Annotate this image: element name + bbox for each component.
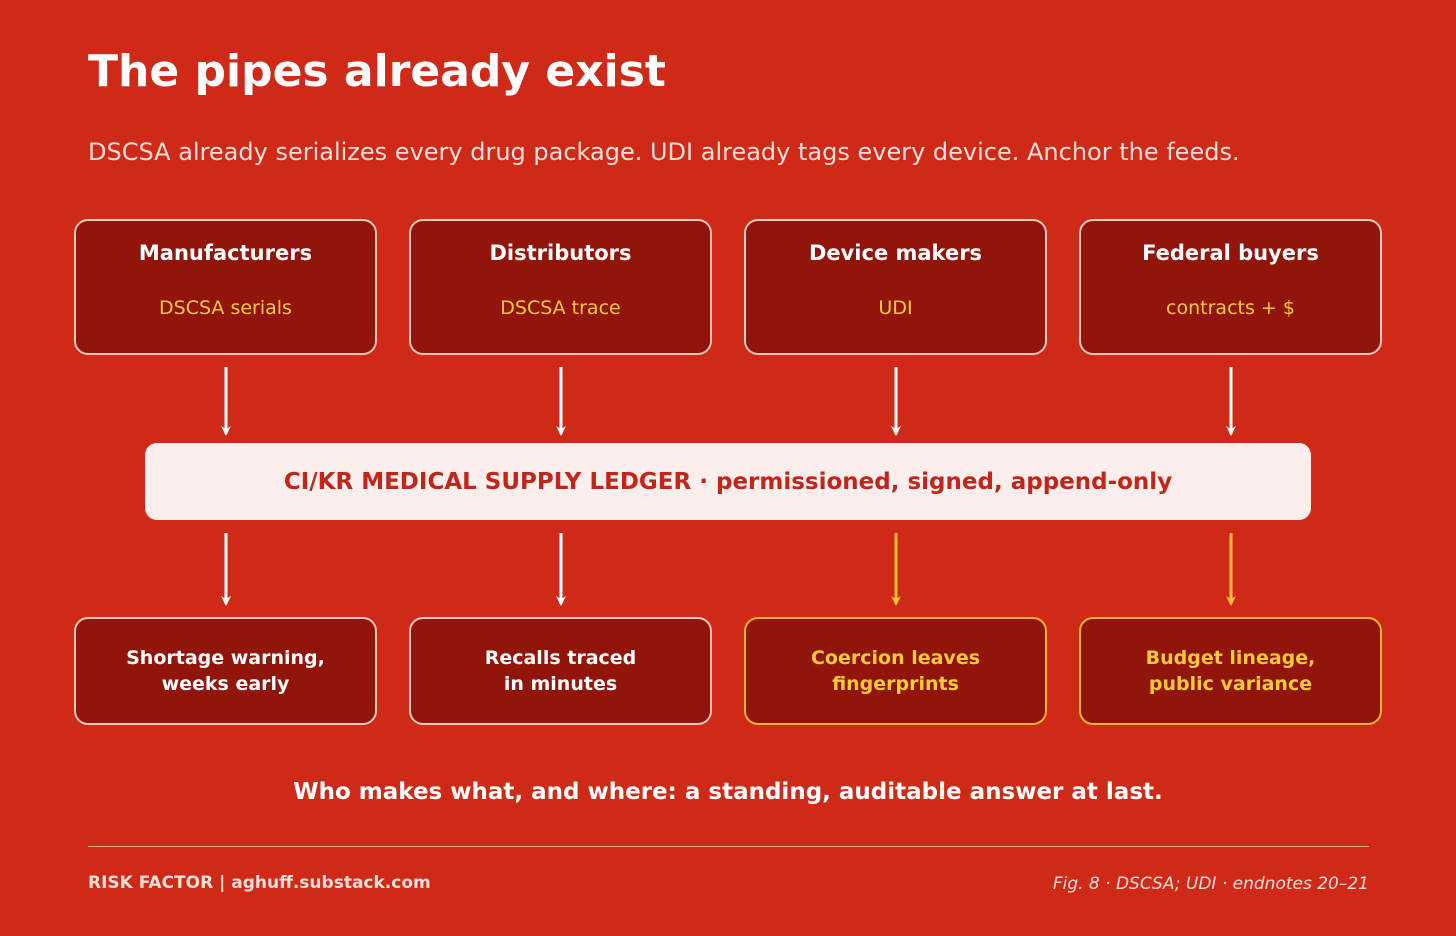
page-title: The pipes already exist — [88, 46, 666, 97]
ledger-bar: CI/KR MEDICAL SUPPLY LEDGER · permission… — [145, 443, 1311, 520]
figure-caption: Fig. 8 · DSCSA; UDI · endnotes 20–21 — [1052, 874, 1369, 894]
outcome-text: Shortage warning, weeks early — [126, 647, 325, 695]
source-box-distributors: Distributors DSCSA trace — [409, 219, 712, 355]
outcome-text: Coercion leaves fingerprints — [810, 647, 981, 695]
footer-credit: RISK FACTOR | aghuff.substack.com — [88, 873, 431, 893]
outcome-text: Recalls traced in minutes — [484, 647, 637, 695]
source-name: Device makers — [808, 241, 983, 265]
source-name: Federal buyers — [1142, 241, 1319, 265]
source-box-manufacturers: Manufacturers DSCSA serials — [74, 219, 377, 355]
outcome-box-coercion: Coercion leaves fingerprints — [744, 617, 1047, 725]
source-feed: UDI — [878, 297, 913, 319]
outcome-box-recalls: Recalls traced in minutes — [409, 617, 712, 725]
source-feed: contracts + $ — [1166, 297, 1295, 319]
source-box-federal-buyers: Federal buyers contracts + $ — [1079, 219, 1382, 355]
source-feed: DSCSA trace — [500, 297, 621, 319]
source-box-device-makers: Device makers UDI — [744, 219, 1047, 355]
source-name: Manufacturers — [138, 241, 313, 265]
subtitle: DSCSA already serializes every drug pack… — [88, 138, 1240, 166]
source-name: Distributors — [489, 241, 632, 265]
source-feed: DSCSA serials — [159, 297, 292, 319]
outcome-text: Budget lineage, public variance — [1145, 647, 1316, 695]
tagline: Who makes what, and where: a standing, a… — [293, 779, 1163, 805]
outcome-box-shortage: Shortage warning, weeks early — [74, 617, 377, 725]
outcome-box-budget: Budget lineage, public variance — [1079, 617, 1382, 725]
footer-divider — [88, 846, 1369, 847]
